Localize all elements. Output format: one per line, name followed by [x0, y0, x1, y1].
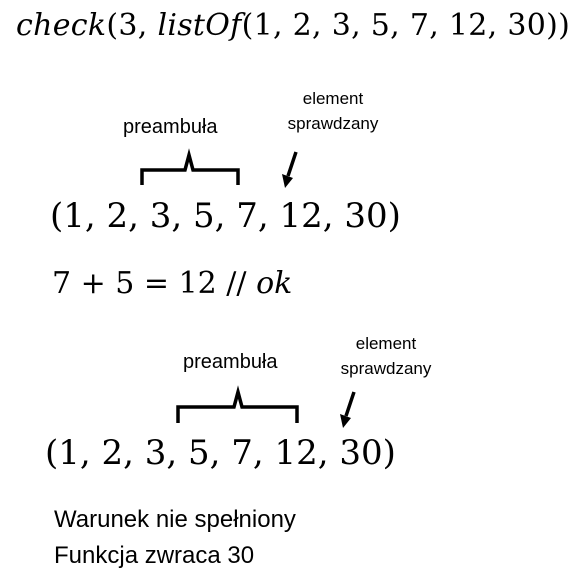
result-line-return: Funkcja zwraca 30 [54, 542, 255, 569]
preamble-label-1: preambuła [123, 116, 218, 138]
formula-first-arg: 3, [118, 8, 158, 43]
checked-element-arrow-1 [282, 151, 298, 188]
sum-equation-text: 7 + 5 = 12 // [52, 266, 257, 301]
preamble-brace-2 [176, 385, 299, 423]
sequence-1: (1, 2, 3, 5, 7, 12, 30) [50, 196, 401, 236]
function-call-formula: check(3, listOf(1, 2, 3, 5, 7, 12, 30)) [16, 8, 570, 43]
checked-element-label-2-line2: sprawdzany [340, 359, 432, 378]
list-function-name: listOf [157, 8, 242, 43]
checked-element-label-1: element sprawdzany [273, 86, 393, 136]
sequence-2: (1, 2, 3, 5, 7, 12, 30) [45, 433, 396, 473]
checked-element-label-1-line2: sprawdzany [287, 114, 379, 133]
sum-equation: 7 + 5 = 12 // ok [52, 266, 292, 301]
checked-element-arrow-2 [340, 391, 356, 428]
checked-element-label-1-line1: element [302, 89, 364, 108]
preamble-brace-1 [140, 148, 240, 185]
result-text: Warunek nie spełniony Funkcja zwraca 30 [54, 502, 296, 574]
preamble-label-2: preambuła [183, 351, 278, 373]
sum-equation-ok: ok [256, 266, 293, 301]
checked-element-label-2-line1: element [355, 334, 417, 353]
checked-element-label-2: element sprawdzany [326, 331, 446, 381]
function-name: check [16, 8, 107, 43]
formula-open-paren: ( [106, 8, 119, 43]
list-arguments: (1, 2, 3, 5, 7, 12, 30)) [241, 8, 571, 43]
result-line-condition: Warunek nie spełniony [54, 506, 296, 533]
